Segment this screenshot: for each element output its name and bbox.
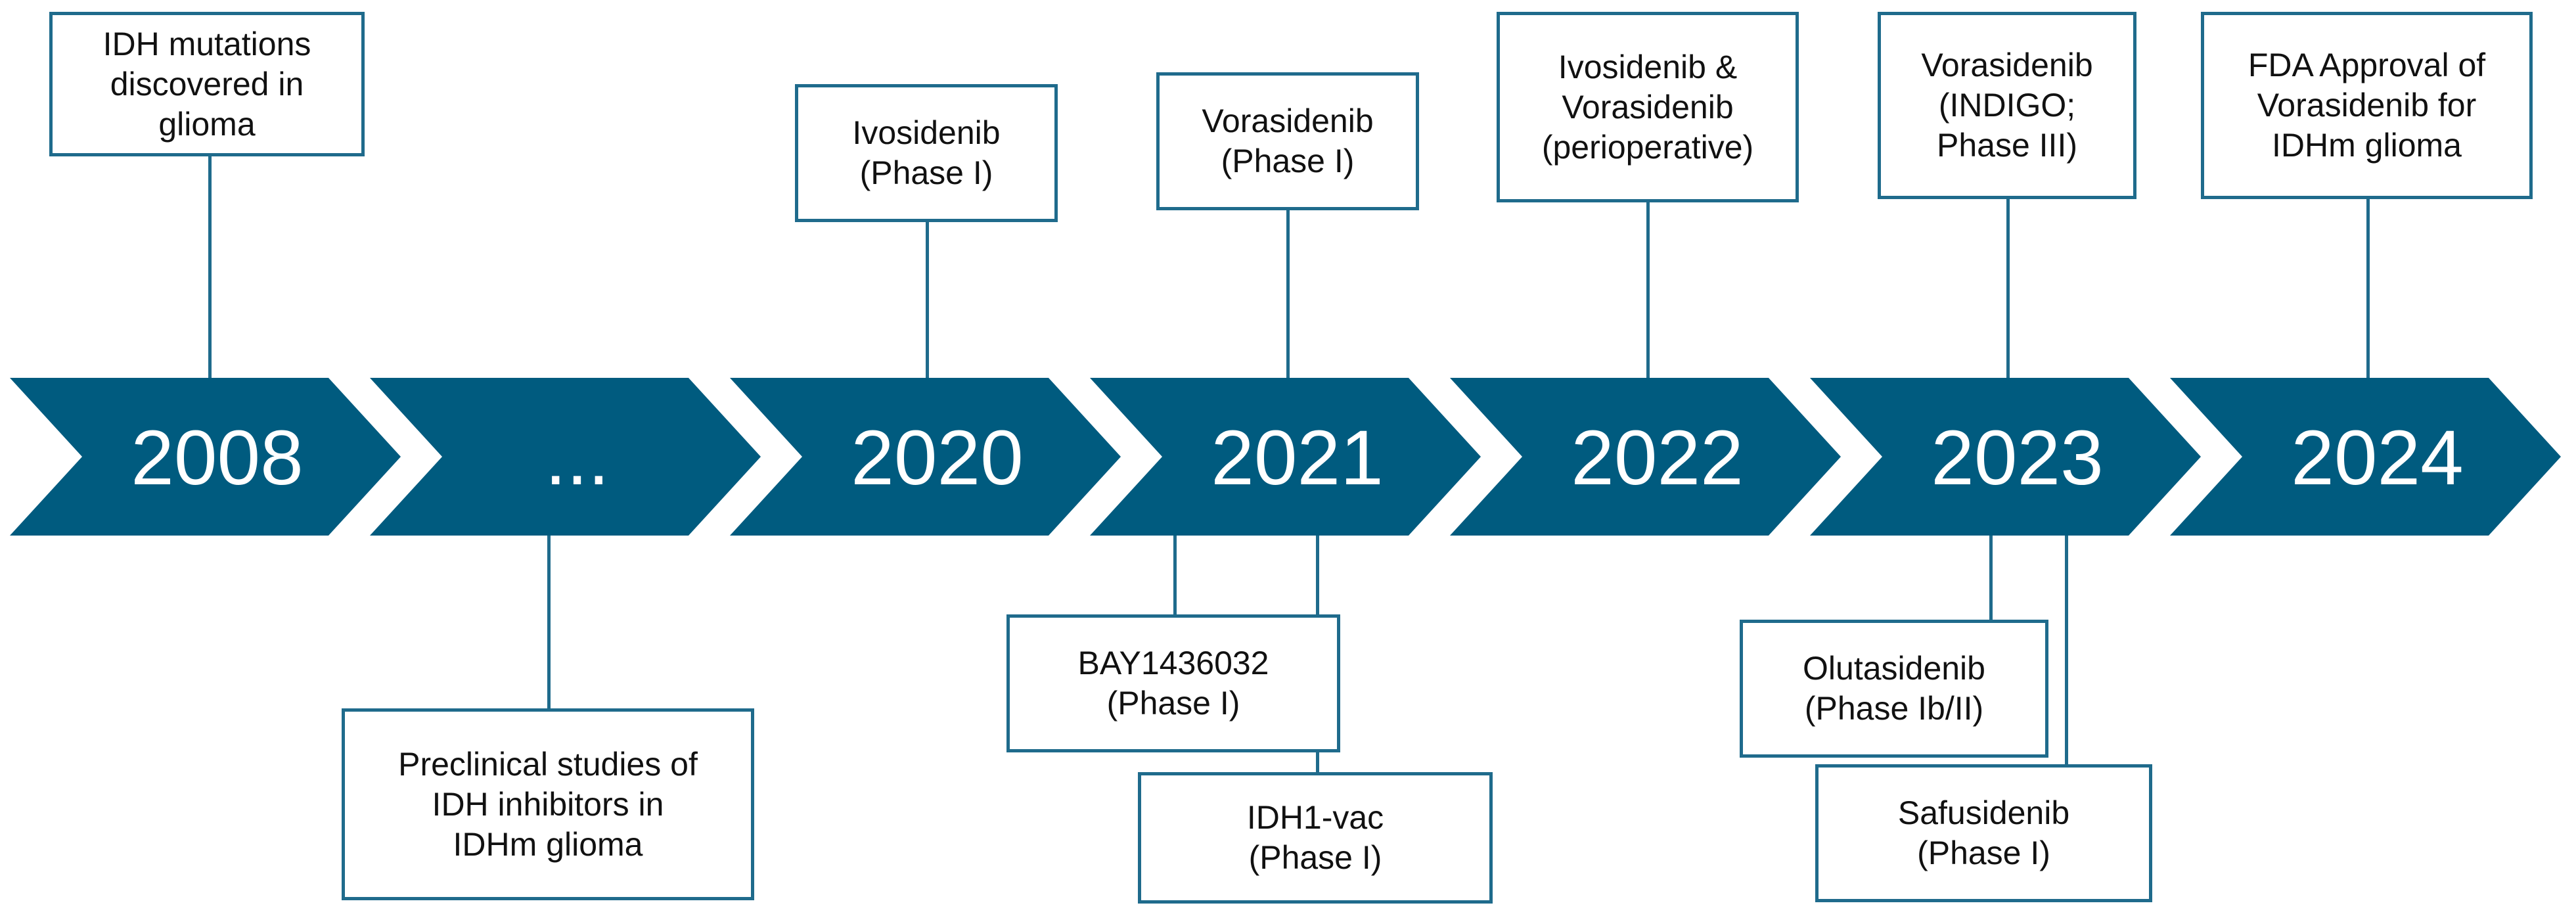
year-label-2024: 2024 [2291, 415, 2464, 501]
connector-indigo [2006, 197, 2010, 378]
event-line: (Phase I) [859, 154, 993, 191]
event-vorasidenib-p1: Vorasidenib (Phase I) [1156, 72, 1419, 210]
event-line: BAY1436032 [1077, 645, 1269, 681]
event-line: Ivosidenib [852, 114, 1001, 151]
event-line: Phase III) [1937, 127, 2077, 164]
event-line: (Phase I) [1221, 143, 1355, 179]
event-line: (INDIGO; [1938, 87, 2076, 124]
event-line: (Phase I) [1917, 835, 2050, 871]
year-label-2022: 2022 [1571, 415, 1744, 501]
connector-bay1436032 [1173, 536, 1177, 614]
event-line: IDHm glioma [2272, 127, 2462, 164]
event-bay1436032: BAY1436032 (Phase I) [1006, 614, 1340, 752]
event-line: (Phase I) [1248, 839, 1382, 876]
connector-ivosidenib [926, 220, 929, 378]
event-olutasidenib: Olutasidenib(Phase Ib/II) [1740, 620, 2048, 758]
connector-idh-mutations [208, 154, 212, 378]
event-line: Vorasidenib [1562, 88, 1734, 126]
event-line: discovered in [110, 65, 304, 103]
connector-safusidenib [2065, 536, 2068, 766]
connector-vorasidenib-p1 [1286, 208, 1290, 378]
event-line: Preclinical studies of [398, 745, 698, 783]
chevron-ellipsis [370, 378, 761, 536]
year-label-2023: 2023 [1931, 415, 2104, 501]
event-line: FDA Approval of [2248, 47, 2486, 83]
event-line: IDH1-vac [1246, 799, 1384, 836]
connector-perioperative [1646, 200, 1650, 378]
year-label-2021: 2021 [1211, 415, 1384, 501]
event-ivosidenib: Ivosidenib(Phase I) [795, 84, 1058, 222]
connector-preclinical [547, 536, 551, 710]
event-line: IDHm glioma [453, 825, 643, 863]
event-line: (Phase I) [1106, 685, 1240, 722]
connector-olutasidenib [1989, 536, 1993, 621]
year-label-2008: 2008 [131, 415, 304, 501]
connector-fda-approval [2366, 197, 2370, 378]
event-safusidenib: Safusidenib (Phase I) [1815, 764, 2152, 902]
event-line: Vorasidenib for [2257, 87, 2477, 124]
event-line: Vorasidenib [1202, 103, 1374, 139]
chevron-2023 [1810, 378, 2201, 536]
event-indigo: Vorasidenib (INDIGO;Phase III) [1878, 12, 2136, 199]
chevron-2024 [2170, 378, 2561, 536]
event-line: (perioperative) [1541, 128, 1754, 166]
event-line: (Phase Ib/II) [1804, 690, 1984, 727]
event-line: Safusidenib [1897, 794, 2070, 831]
chevron-2008 [10, 378, 401, 536]
year-label-ellipsis: ... [545, 415, 609, 501]
event-line: Vorasidenib [1921, 47, 2093, 83]
event-line: Ivosidenib & [1558, 48, 1738, 85]
chevron-2021 [1090, 378, 1481, 536]
year-label-2020: 2020 [851, 415, 1024, 501]
chevron-2022 [1450, 378, 1841, 536]
event-line: IDH inhibitors in [432, 785, 664, 823]
event-line: glioma [158, 105, 256, 143]
chevron-2020 [730, 378, 1121, 536]
event-line: IDH mutations [102, 25, 311, 62]
event-perioperative: Ivosidenib &Vorasidenib(perioperative) [1497, 12, 1799, 202]
event-line: Olutasidenib [1803, 650, 1985, 687]
event-idh1-vac: IDH1-vac(Phase I) [1138, 772, 1493, 904]
